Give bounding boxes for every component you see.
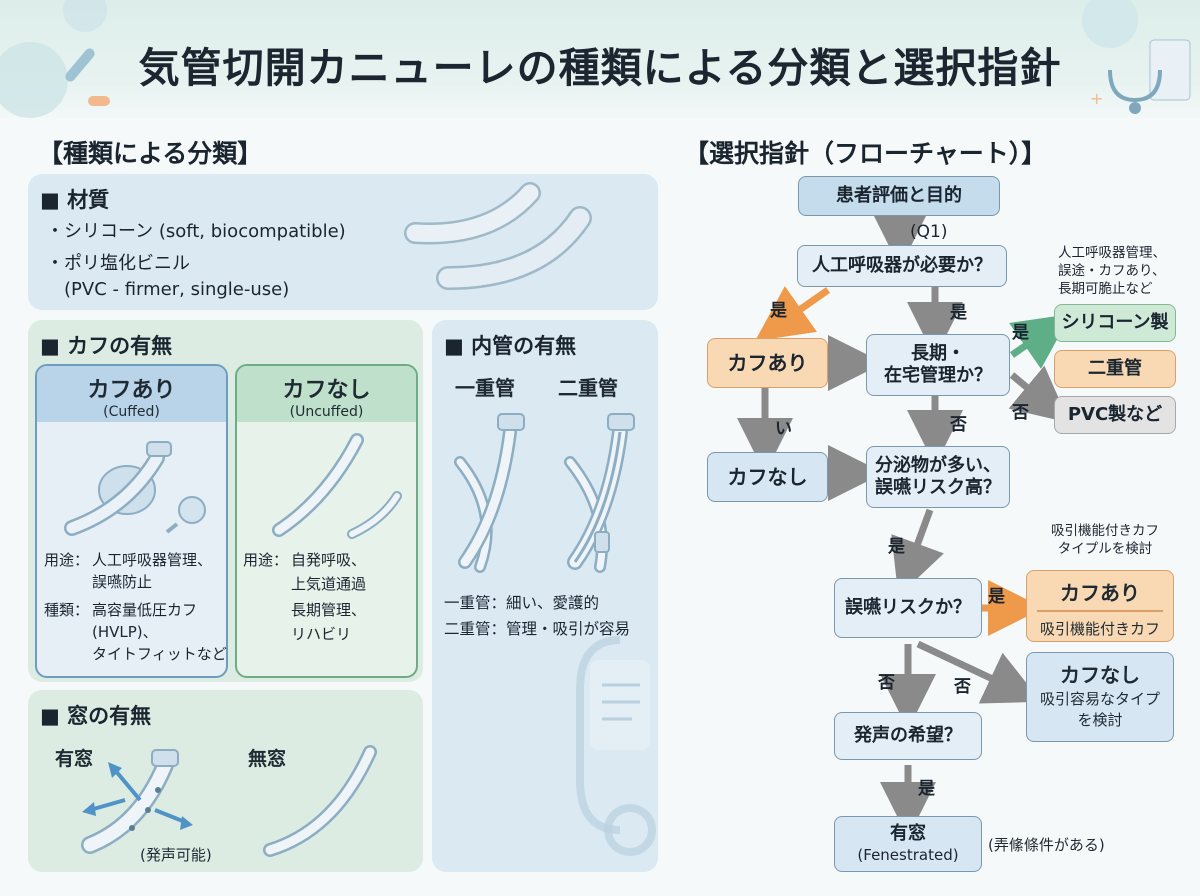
flow-fenestrated-note: (弄絛條件がある) xyxy=(988,836,1105,854)
cuffed-card: カフあり (Cuffed) xyxy=(35,364,228,678)
flow-q-long: 長期・ 在宅管理か？ xyxy=(866,334,1010,396)
flow-q-long-2: 在宅管理か？ xyxy=(884,365,992,386)
fenestrated-tube-icon xyxy=(81,749,193,854)
classification-heading: 【種類による分類】 xyxy=(38,139,263,168)
cuffed-use-label: 用途： xyxy=(44,551,90,569)
flowchart-arrows xyxy=(737,212,1071,838)
inner-note-single: 一重管：細い、愛護的 xyxy=(444,594,600,612)
flow-uncuffed-easy-sub-1: 吸引容易なタイプ xyxy=(1039,690,1160,708)
inner-single-label: 一重管 xyxy=(455,376,515,400)
uncuffed-use-4: リハビリ xyxy=(291,625,352,643)
flow-fenestrated-2: (Fenestrated) xyxy=(857,845,959,864)
flow-q-ventilator: 人工呼吸器が必要か？ xyxy=(797,245,1007,287)
flow-q-long-1: 長期・ xyxy=(911,342,965,364)
material-title: ■ 材質 xyxy=(40,188,110,212)
flow-note-silicone: 人工呼吸器管理、 誤途・カフあり、 長期可脆止など xyxy=(1058,244,1198,299)
flow-cuffed: カフあり xyxy=(707,338,828,388)
cuffed-type-3: タイトフィットなど xyxy=(92,645,227,663)
window-with-label: 有窓 xyxy=(55,748,94,770)
cuffed-name: カフあり xyxy=(87,378,176,403)
flow-no-3: 否 xyxy=(878,673,895,693)
stethoscope-watermark xyxy=(576,636,656,856)
flow-yes-6: 是 xyxy=(918,779,935,799)
flow-yes-1: 是 xyxy=(770,301,787,321)
uncuffed-name: カフなし xyxy=(282,378,371,403)
header-banner: + 気管切開カニューレの種類による分類と選択指針 xyxy=(0,0,1200,118)
cuff-title: ■ カフの有無 xyxy=(40,334,173,358)
flow-yes-2: 是 xyxy=(950,303,967,323)
cuffed-tube-icon xyxy=(64,441,206,536)
window-speech-note: (発声可能) xyxy=(140,846,212,864)
flow-no-4: 否 xyxy=(954,677,971,697)
material-pvc: ・ポリ塩化ビニル xyxy=(46,253,190,274)
uncuffed-use-1: 自発呼吸、 xyxy=(291,551,367,569)
flow-pvc: PVC製など xyxy=(1054,396,1176,434)
cuffed-type-label: 種類： xyxy=(44,601,90,619)
flow-q1-label: (Q1) xyxy=(910,222,948,242)
inner-note-double: 二重管：管理・吸引が容易 xyxy=(444,620,631,638)
nonfenestrated-tube-icon xyxy=(263,745,377,857)
flow-yes-4: 是 xyxy=(888,537,905,557)
header-decoration: + xyxy=(0,0,1191,118)
flow-fenestrated-1: 有窓 xyxy=(889,823,926,845)
cuffed-en: (Cuffed) xyxy=(103,404,160,420)
uncuffed-card: カフなし (Uncuffed) xyxy=(235,364,418,678)
flow-uncuffed-easy: カフなし 吸引容易なタイプ を検討 xyxy=(1026,652,1174,742)
uncuffed-en: (Uncuffed) xyxy=(289,404,364,420)
flow-q-speech: 発声の希望？ xyxy=(834,712,982,760)
flow-uncuffed-easy-sub-2: を検討 xyxy=(1077,711,1123,729)
flow-cuffed-suction-title: カフあり xyxy=(1037,571,1163,612)
inner-double-label: 二重管 xyxy=(558,376,618,400)
flow-q-secretion-2: 誤嚥リスク高？ xyxy=(875,477,1001,498)
flow-cuffed-suction: カフあり 吸引機能付きカフ xyxy=(1026,570,1174,642)
flow-uncuffed: カフなし xyxy=(707,452,828,502)
inner-tube-panel xyxy=(432,320,658,872)
flow-cuffed-suction-sub: 吸引機能付きカフ xyxy=(1039,620,1160,638)
tube-illustrations xyxy=(404,182,592,290)
cuffed-type-2: (HVLP)、 xyxy=(92,623,158,641)
flow-i-label: い xyxy=(775,419,792,439)
uncuffed-use-3: 長期管理、 xyxy=(291,601,367,619)
flow-silicone: シリコーン製 xyxy=(1054,304,1176,342)
flow-q-aspiration: 誤嚥リスクか？ xyxy=(834,578,982,638)
material-silicone: ・シリコーン (soft, biocompatible) xyxy=(46,221,346,242)
flow-uncuffed-easy-title: カフなし xyxy=(1060,663,1140,687)
svg-text:+: + xyxy=(1090,89,1103,108)
material-pvc-sub: (PVC - firmer, single-use) xyxy=(64,279,290,300)
inner-title: ■ 内管の有無 xyxy=(444,334,577,358)
flow-fenestrated: 有窓 (Fenestrated) xyxy=(834,816,982,872)
flow-note-suction-1: 吸引機能付きカフ xyxy=(1051,523,1159,539)
window-without-label: 無窓 xyxy=(248,748,287,770)
flow-note-silicone-3: 長期可脆止など xyxy=(1058,281,1153,298)
flow-yes-3: 是 xyxy=(1012,323,1029,343)
page-title: 気管切開カニューレの種類による分類と選択指針 xyxy=(138,44,1062,92)
uncuffed-use-2: 上気道通過 xyxy=(291,575,367,593)
cuffed-use-1: 人工呼吸器管理、 xyxy=(92,551,213,569)
flow-no-2: 否 xyxy=(950,415,967,435)
flow-note-suction: 吸引機能付きカフ タイプルを検討 xyxy=(1030,522,1180,558)
uncuffed-tube-icon xyxy=(272,433,402,539)
flow-q-secretion-1: 分泌物が多い、 xyxy=(875,454,1001,476)
window-title: ■ 窓の有無 xyxy=(40,704,152,728)
flow-note-suction-2: タイプルを検討 xyxy=(1057,541,1153,558)
cuffed-use-2: 誤嚥防止 xyxy=(92,573,153,591)
inner-tube-illustrations xyxy=(454,413,635,573)
flow-start: 患者評価と目的 xyxy=(798,176,1000,216)
flow-q-secretion: 分泌物が多い、 誤嚥リスク高？ xyxy=(866,446,1010,508)
flow-no-1: 否 xyxy=(1012,403,1029,423)
flow-note-silicone-1: 人工呼吸器管理、 xyxy=(1058,245,1166,261)
cuffed-type-1: 高容量低圧カフ xyxy=(92,601,198,619)
flowchart-heading: 【選択指針（フローチャート）】 xyxy=(684,139,1047,168)
flow-double: 二重管 xyxy=(1054,350,1176,388)
uncuffed-use-label: 用途： xyxy=(243,551,289,569)
flow-yes-5: 是 xyxy=(988,587,1005,607)
flow-note-silicone-2: 誤途・カフあり、 xyxy=(1058,263,1166,280)
